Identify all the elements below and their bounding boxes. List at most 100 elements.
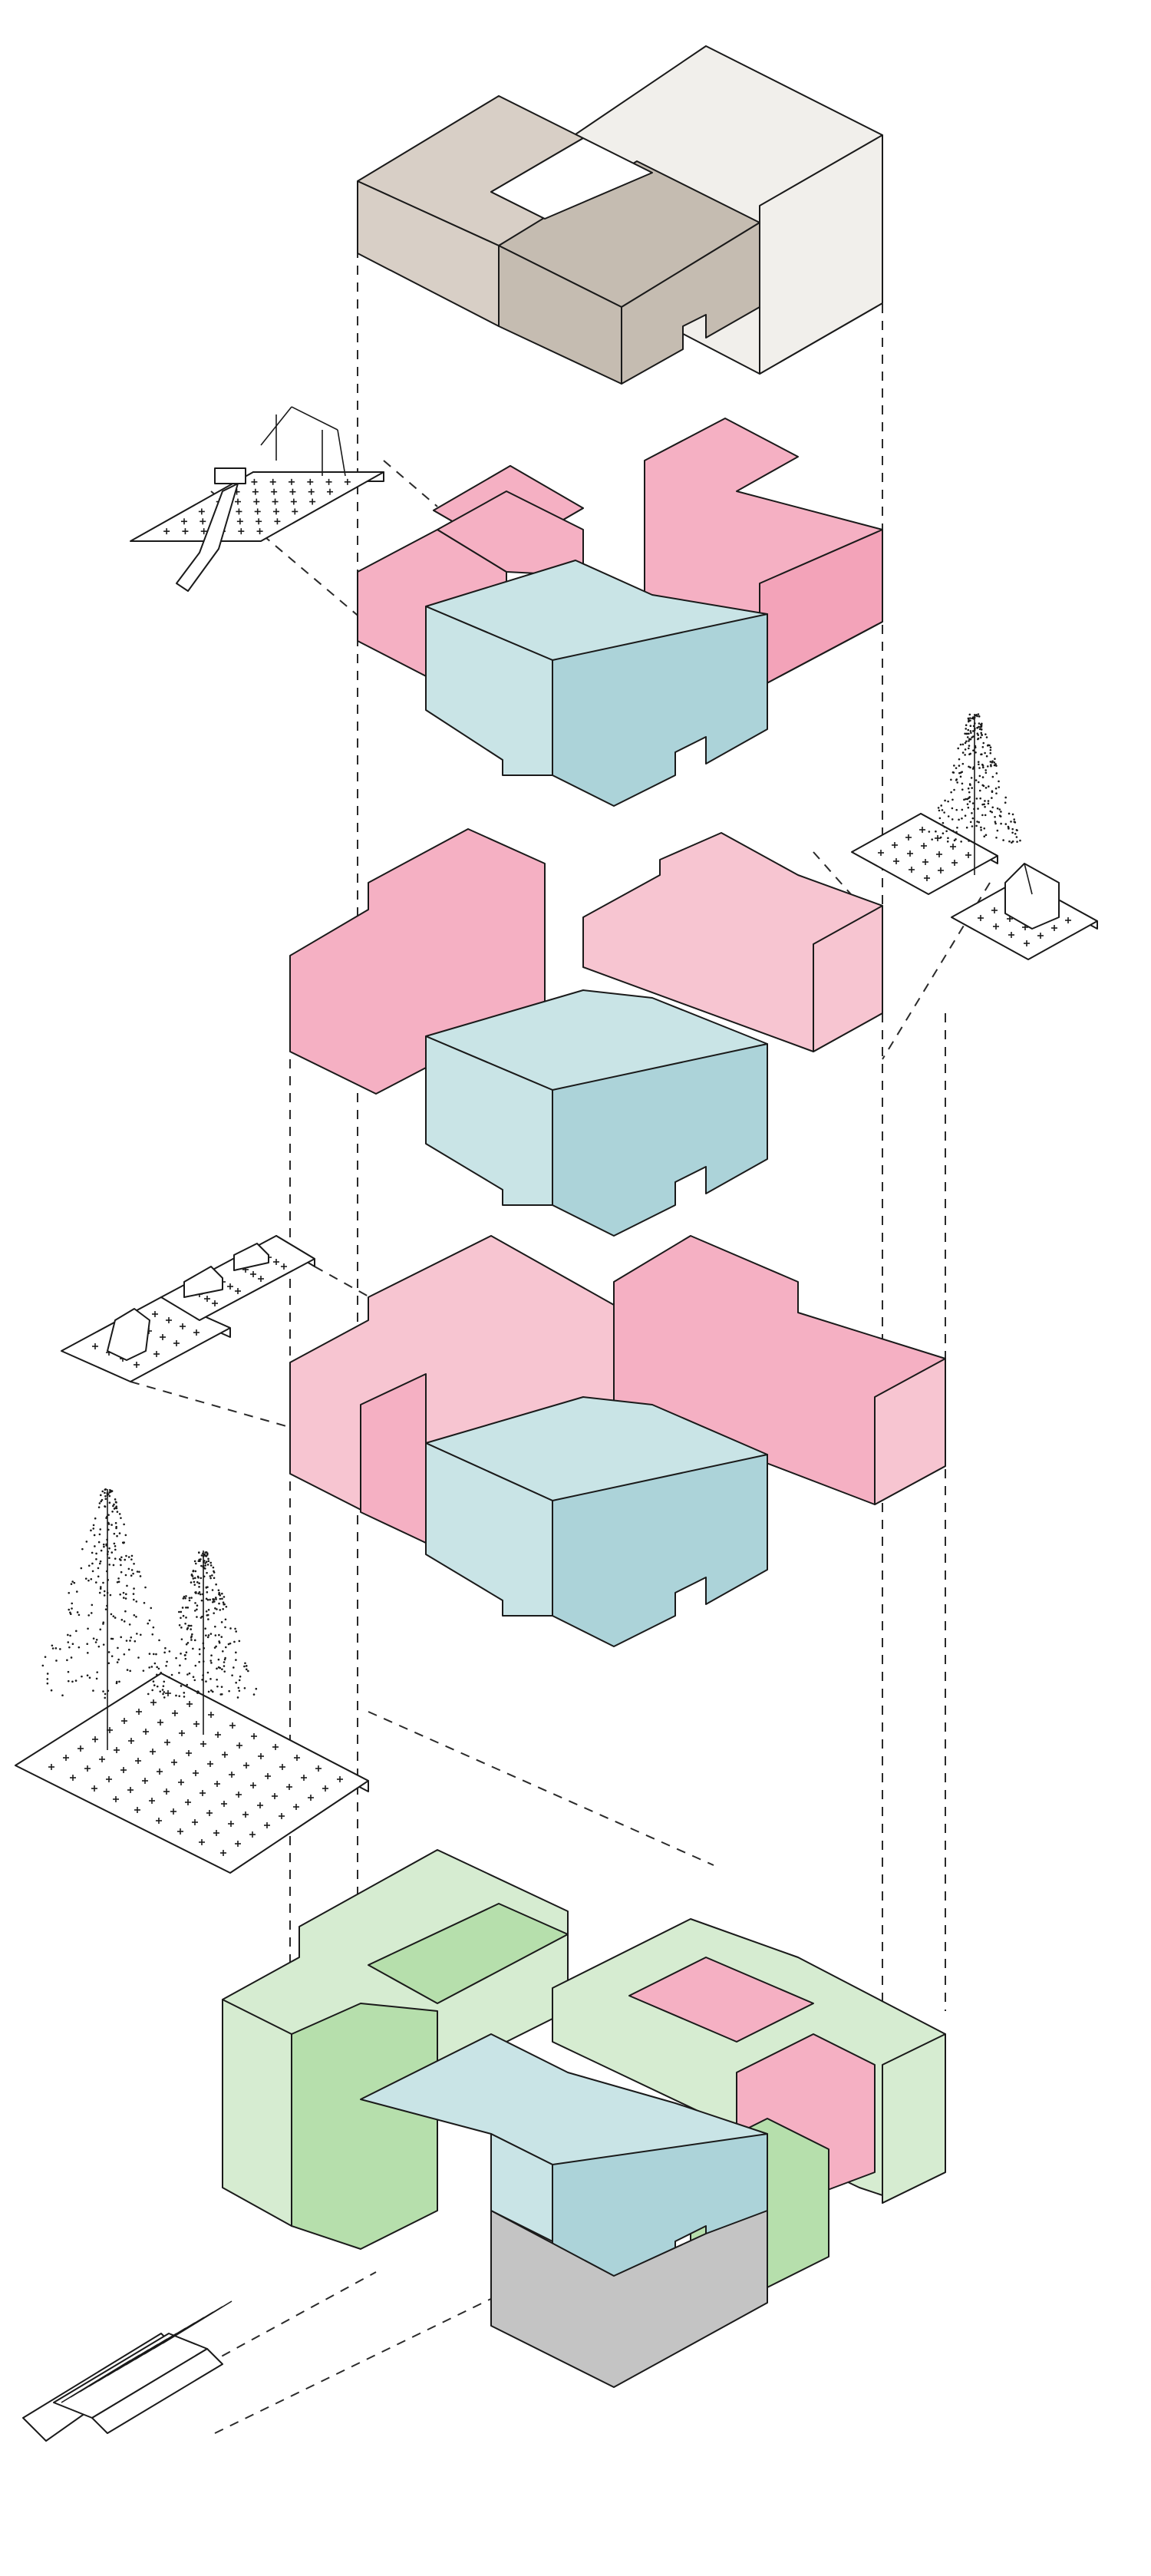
shed-tree-leaf [975, 798, 978, 800]
garden-tree-right-leaf [194, 1562, 197, 1565]
garden-tree-right-leaf [216, 1667, 218, 1670]
shed-tree-leaf [951, 830, 955, 832]
shed-tree-leaf [987, 785, 990, 788]
shed-tree-leaf [964, 748, 967, 751]
shed-tree-leaf [951, 798, 954, 801]
shed-tree-leaf [998, 786, 1001, 788]
shed-tree-leaf [968, 747, 970, 750]
garden-tree-right-leaf [207, 1690, 210, 1693]
garden-tree-left-leaf [123, 1620, 126, 1623]
shed-tree-leaf [998, 780, 1000, 783]
garden-tree-right-leaf [207, 1634, 210, 1636]
garden-tree-right-leaf [190, 1639, 193, 1641]
shed-tree-leaf [972, 749, 975, 751]
shed-tree-leaf [958, 818, 960, 821]
garden-tree-left-leaf [112, 1564, 115, 1567]
garden-tree-left-leaf [107, 1528, 110, 1531]
garden-tree-left-leaf [110, 1524, 113, 1526]
shed-tree-leaf [976, 821, 978, 823]
garden-tree-left-leaf [100, 1549, 103, 1552]
alignment-guide-6 [383, 460, 438, 507]
garden-tree-left-leaf [87, 1627, 89, 1630]
shed-tree-leaf [963, 798, 965, 801]
garden-tree-right-leaf [202, 1564, 205, 1567]
garden-tree-left-leaf [125, 1554, 127, 1557]
shed-tree-leaf [961, 751, 965, 754]
shed-tree-leaf [928, 831, 931, 833]
garden-tree-left-leaf [114, 1498, 117, 1501]
shed-tree-leaf [978, 767, 981, 769]
shed-tree-leaf [981, 776, 984, 778]
garden-tree-right-leaf [223, 1596, 226, 1598]
shed-tree-leaf [964, 741, 967, 745]
garden-tree-right-leaf [193, 1610, 196, 1612]
garden-tree-left-leaf [108, 1547, 110, 1550]
garden-tree-right-leaf [231, 1674, 233, 1676]
garden-tree-left [41, 1488, 186, 1750]
garden-tree-left-leaf [183, 1696, 186, 1698]
garden-tree-left-leaf [75, 1590, 78, 1593]
garden-tree-right-leaf [243, 1686, 246, 1689]
garden-tree-right-leaf [213, 1646, 216, 1649]
shed-tree-leaf [990, 765, 992, 768]
garden-tree-left-leaf [90, 1612, 93, 1614]
shed-tree-leaf [1007, 825, 1010, 828]
shed-tree-leaf [971, 825, 974, 827]
shed-tree-leaf [977, 713, 980, 715]
garden-platform-surface [15, 1673, 369, 1874]
shed-tree-leaf [961, 771, 964, 773]
shed-tree-leaf [985, 736, 988, 738]
garden-tree-right-leaf [168, 1650, 171, 1653]
garden-tree-left-leaf [114, 1548, 117, 1551]
garden-tree-right-leaf [252, 1693, 256, 1696]
garden-tree-right-leaf [229, 1642, 232, 1645]
garden-tree-left-leaf [97, 1567, 100, 1570]
garden-tree-right-leaf [178, 1672, 180, 1674]
garden-tree-left-leaf [132, 1593, 135, 1595]
garden-tree-right-leaf [151, 1689, 153, 1692]
garden-tree-right-leaf [204, 1627, 206, 1630]
garden-tree-left-leaf [165, 1665, 167, 1667]
shed-tree-leaf [980, 732, 983, 735]
garden-tree-left-leaf [147, 1622, 150, 1625]
garden-tree-left-leaf [158, 1639, 160, 1642]
garden-tree-left-leaf [107, 1521, 110, 1524]
garden-tree-right-leaf [206, 1598, 209, 1601]
garden-tree-right-leaf [212, 1600, 214, 1603]
swing-frame-right [337, 429, 346, 477]
shed-tree-leaf [1014, 821, 1017, 824]
garden-tree-left-leaf [98, 1533, 101, 1536]
shed-tree-leaf [942, 821, 945, 824]
shed-tree-leaf [968, 738, 971, 741]
garden-tree-left-leaf [111, 1637, 114, 1640]
bench-2 [233, 1243, 269, 1271]
garden-tree-right-leaf [190, 1597, 193, 1599]
garden-tree-right-leaf [188, 1672, 191, 1675]
garden-tree-right-leaf [194, 1602, 196, 1604]
garden-tree-right-leaf [200, 1554, 203, 1557]
garden-tree-right-leaf [209, 1678, 212, 1680]
garden-tree-right-leaf [160, 1671, 163, 1674]
shed-tree-leaf [977, 807, 979, 810]
garden-tree-left-leaf [67, 1670, 70, 1673]
shed-tree-leaf [938, 809, 941, 812]
shed-tree-leaf [984, 733, 987, 735]
swing-frame-top [291, 406, 338, 431]
garden-tree-left-leaf [139, 1633, 142, 1636]
garden-tree-right-leaf [192, 1577, 195, 1580]
garden-tree-right-leaf [233, 1666, 235, 1669]
garden-tree-right-leaf [178, 1610, 180, 1613]
shed-tree-leaf [993, 761, 995, 764]
garden-tree-left-leaf [116, 1534, 118, 1537]
shed-tree-leaf [980, 826, 982, 829]
benches-platform [160, 1235, 315, 1321]
garden-tree-right-leaf [198, 1591, 201, 1593]
shed-tree-leaf [994, 821, 997, 823]
shed-tree-leaf [1008, 840, 1011, 843]
garden-tree-right-leaf [203, 1646, 206, 1650]
garden-tree-left-leaf [101, 1490, 104, 1493]
garden-tree-right-leaf [190, 1628, 192, 1630]
garden-tree-right-leaf [162, 1693, 164, 1696]
shed-tree-leaf [968, 765, 970, 768]
f1-blue-right-face [552, 1454, 768, 1647]
